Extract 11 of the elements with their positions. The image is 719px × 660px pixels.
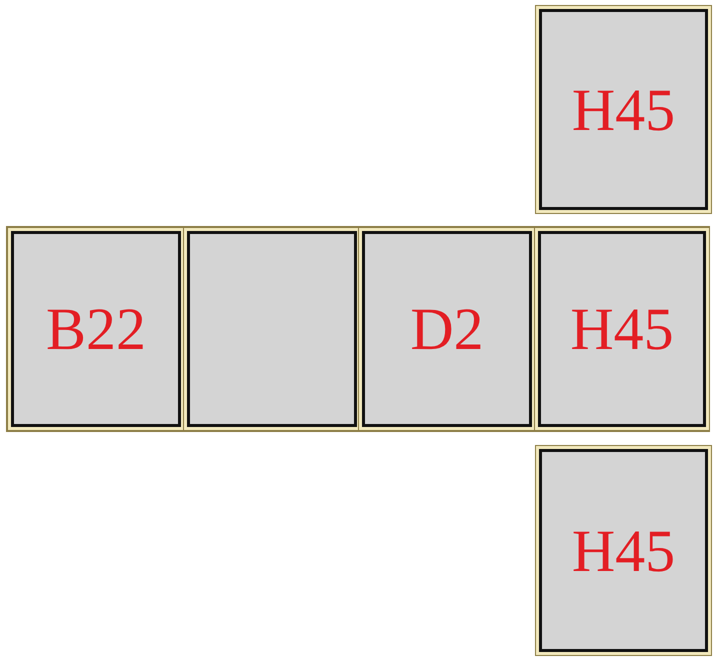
panel-label: H45 bbox=[570, 299, 674, 359]
labeled-panel bbox=[534, 227, 710, 431]
labeled-panel bbox=[358, 227, 536, 431]
panel-label: H45 bbox=[572, 80, 676, 140]
empty-panel bbox=[183, 227, 361, 431]
panel-label: D2 bbox=[410, 299, 484, 359]
labeled-panel bbox=[535, 445, 712, 656]
labeled-panel bbox=[7, 227, 185, 431]
panel-label: B22 bbox=[46, 299, 146, 359]
panel-label: H45 bbox=[572, 520, 676, 580]
labeled-panel bbox=[535, 5, 712, 214]
